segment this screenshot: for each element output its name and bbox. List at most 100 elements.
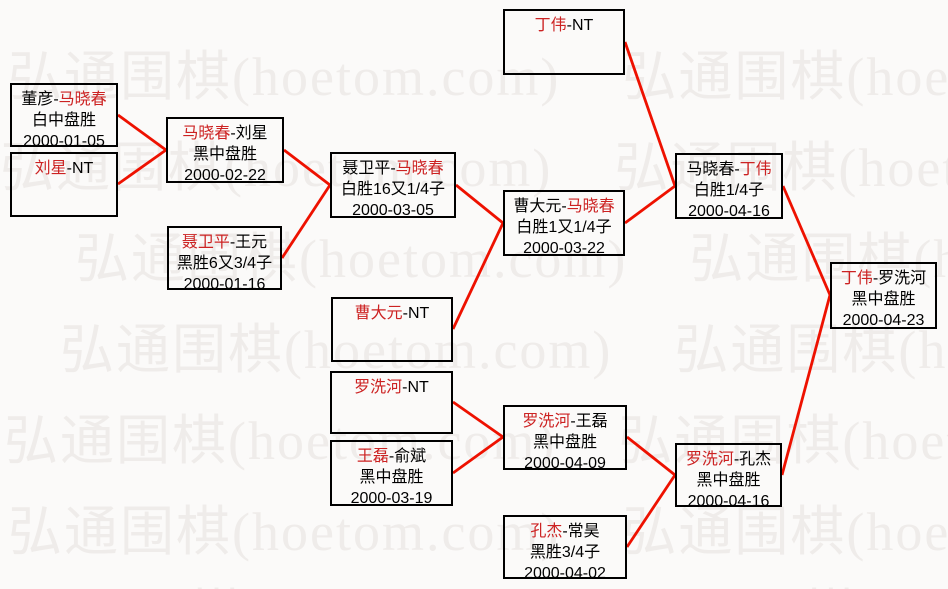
match-date: 2000-03-22 [523,240,605,256]
player-separator: - [230,125,236,142]
connector-line [117,113,167,152]
player2-name: 马晓春 [58,91,107,108]
match-players: 曹大元-马晓春 [505,196,623,217]
match-date: 2000-02-22 [184,167,266,183]
watermark-row: 弘通围棋(hoetom.com) 弘通围棋(hoetom.com) [20,570,948,589]
match-players: 孔杰-常昊 [505,521,625,542]
connector-line [781,185,832,296]
player1-name: 刘星 [34,160,67,177]
connector-line [451,222,505,330]
player2-name: 刘星 [235,125,268,142]
player-separator: - [229,234,236,251]
watermark-text: 弘通围棋(hoetom.com) [618,411,948,471]
match-players: 罗洗河-孔杰 [677,449,780,470]
connector-line [452,435,504,475]
match-players: 马晓春-刘星 [168,123,282,144]
match-date: 2000-04-23 [842,312,925,329]
match-date: 2000-03-05 [352,202,434,218]
player1-name: 马晓春 [686,161,735,178]
player2-name: 俞斌 [394,448,427,465]
match-date: 2000-04-16 [687,493,770,507]
connector-line [625,474,677,548]
player1-name: 曹大元 [513,198,562,215]
match-box: 孔杰-常昊 黑胜3/4子 2000-04-02 [503,515,627,579]
connector-line [280,184,332,259]
match-players: 刘星-NT [12,158,116,179]
player-separator: - [388,448,395,465]
match-box: 聂卫平-王元 黑胜6又3/4子 2000-01-16 [167,226,282,290]
watermark-text: 弘通围棋(hoetom.com) [4,411,557,471]
match-players: 罗洗河-王磊 [505,411,625,432]
match-box: 聂卫平-马晓春 白胜16又1/4子 2000-03-05 [330,152,456,218]
match-date: 2000-04-02 [524,565,606,579]
player-separator: - [402,305,408,322]
connector-line [623,41,677,187]
player2-name: NT [407,379,429,396]
watermark-row: 弘通围棋(hoetom.com) 弘通围棋(hoetom.com) [8,32,948,111]
match-result: 白胜16又1/4子 [340,181,446,198]
player-separator: - [66,160,72,177]
watermark-row: 弘通围棋(hoetom.com) 弘通围棋(hoetom.com) [4,396,948,475]
match-result: 白胜1又1/4子 [516,219,612,236]
connector-line [452,400,504,439]
match-date: 2000-01-05 [23,133,105,147]
match-box: 马晓春-丁伟 白胜1/4子 2000-04-16 [675,153,783,219]
match-box: 丁伟-NT [503,9,625,75]
player-separator: - [402,379,408,396]
connector-line [626,435,676,477]
player1-name: 丁伟 [840,270,873,287]
match-result: 白中盘胜 [31,112,96,129]
match-result: 黑中盘胜 [696,472,761,489]
match-box: 罗洗河-王磊 黑中盘胜 2000-04-09 [503,405,627,470]
watermark-text: 弘通围棋(hoetom.com) [622,47,948,107]
match-players: 丁伟-罗洗河 [832,268,935,289]
player1-name: 曹大元 [354,305,403,322]
player1-name: 罗洗河 [354,379,403,396]
match-players: 聂卫平-王元 [169,232,280,253]
player2-name: 王磊 [575,413,608,430]
match-box: 曹大元-NT [331,297,453,362]
player1-name: 聂卫平 [181,234,230,251]
match-players: 王磊-俞斌 [332,446,451,467]
match-result: 黑胜6又3/4子 [176,255,273,272]
player2-name: NT [572,17,594,34]
match-players: 罗洗河-NT [332,377,451,398]
player1-name: 罗洗河 [522,413,571,430]
match-box: 丁伟-罗洗河 黑中盘胜 2000-04-23 [830,262,937,329]
watermark-text: 弘通围棋(hoetom.com) [634,585,948,589]
match-result: 黑中盘胜 [359,469,424,486]
match-result: 黑中盘胜 [851,291,916,308]
match-box: 马晓春-刘星 黑中盘胜 2000-02-22 [166,117,284,183]
match-box: 刘星-NT [10,152,118,217]
player-separator: - [390,160,396,177]
match-date: 2000-04-09 [524,455,606,470]
watermark-text: 弘通围棋(hoetom.com) [8,47,561,107]
connector-line [780,294,832,476]
connector-line [624,184,676,225]
player1-name: 董彦 [21,91,54,108]
player-separator: - [734,161,740,178]
watermark-row: 弘通围棋(hoetom.com)弘通围棋(hoetom.com) [75,214,948,293]
player2-name: 马晓春 [566,198,615,215]
watermark-text: 弘通围棋(hoetom.com) [689,229,948,289]
watermark-text: 弘通围棋(hoetom.com) [60,320,613,380]
match-result: 黑中盘胜 [532,434,597,451]
watermark-text: 弘通围棋(hoetom.com) [20,585,572,589]
player-separator: - [872,270,879,287]
match-players: 丁伟-NT [505,15,623,36]
match-players: 董彦-马晓春 [12,89,116,110]
connector-line [455,183,504,225]
match-box: 罗洗河-NT [330,371,453,434]
match-box: 罗洗河-孔杰 黑中盘胜 2000-04-16 [675,443,782,507]
player-separator: - [561,198,567,215]
player-separator: - [570,413,576,430]
player1-name: 罗洗河 [685,451,734,468]
player1-name: 聂卫平 [342,160,391,177]
player-separator: - [733,451,740,468]
match-result: 黑中盘胜 [192,146,257,163]
player2-name: 王元 [235,234,268,251]
connector-line [117,148,167,186]
